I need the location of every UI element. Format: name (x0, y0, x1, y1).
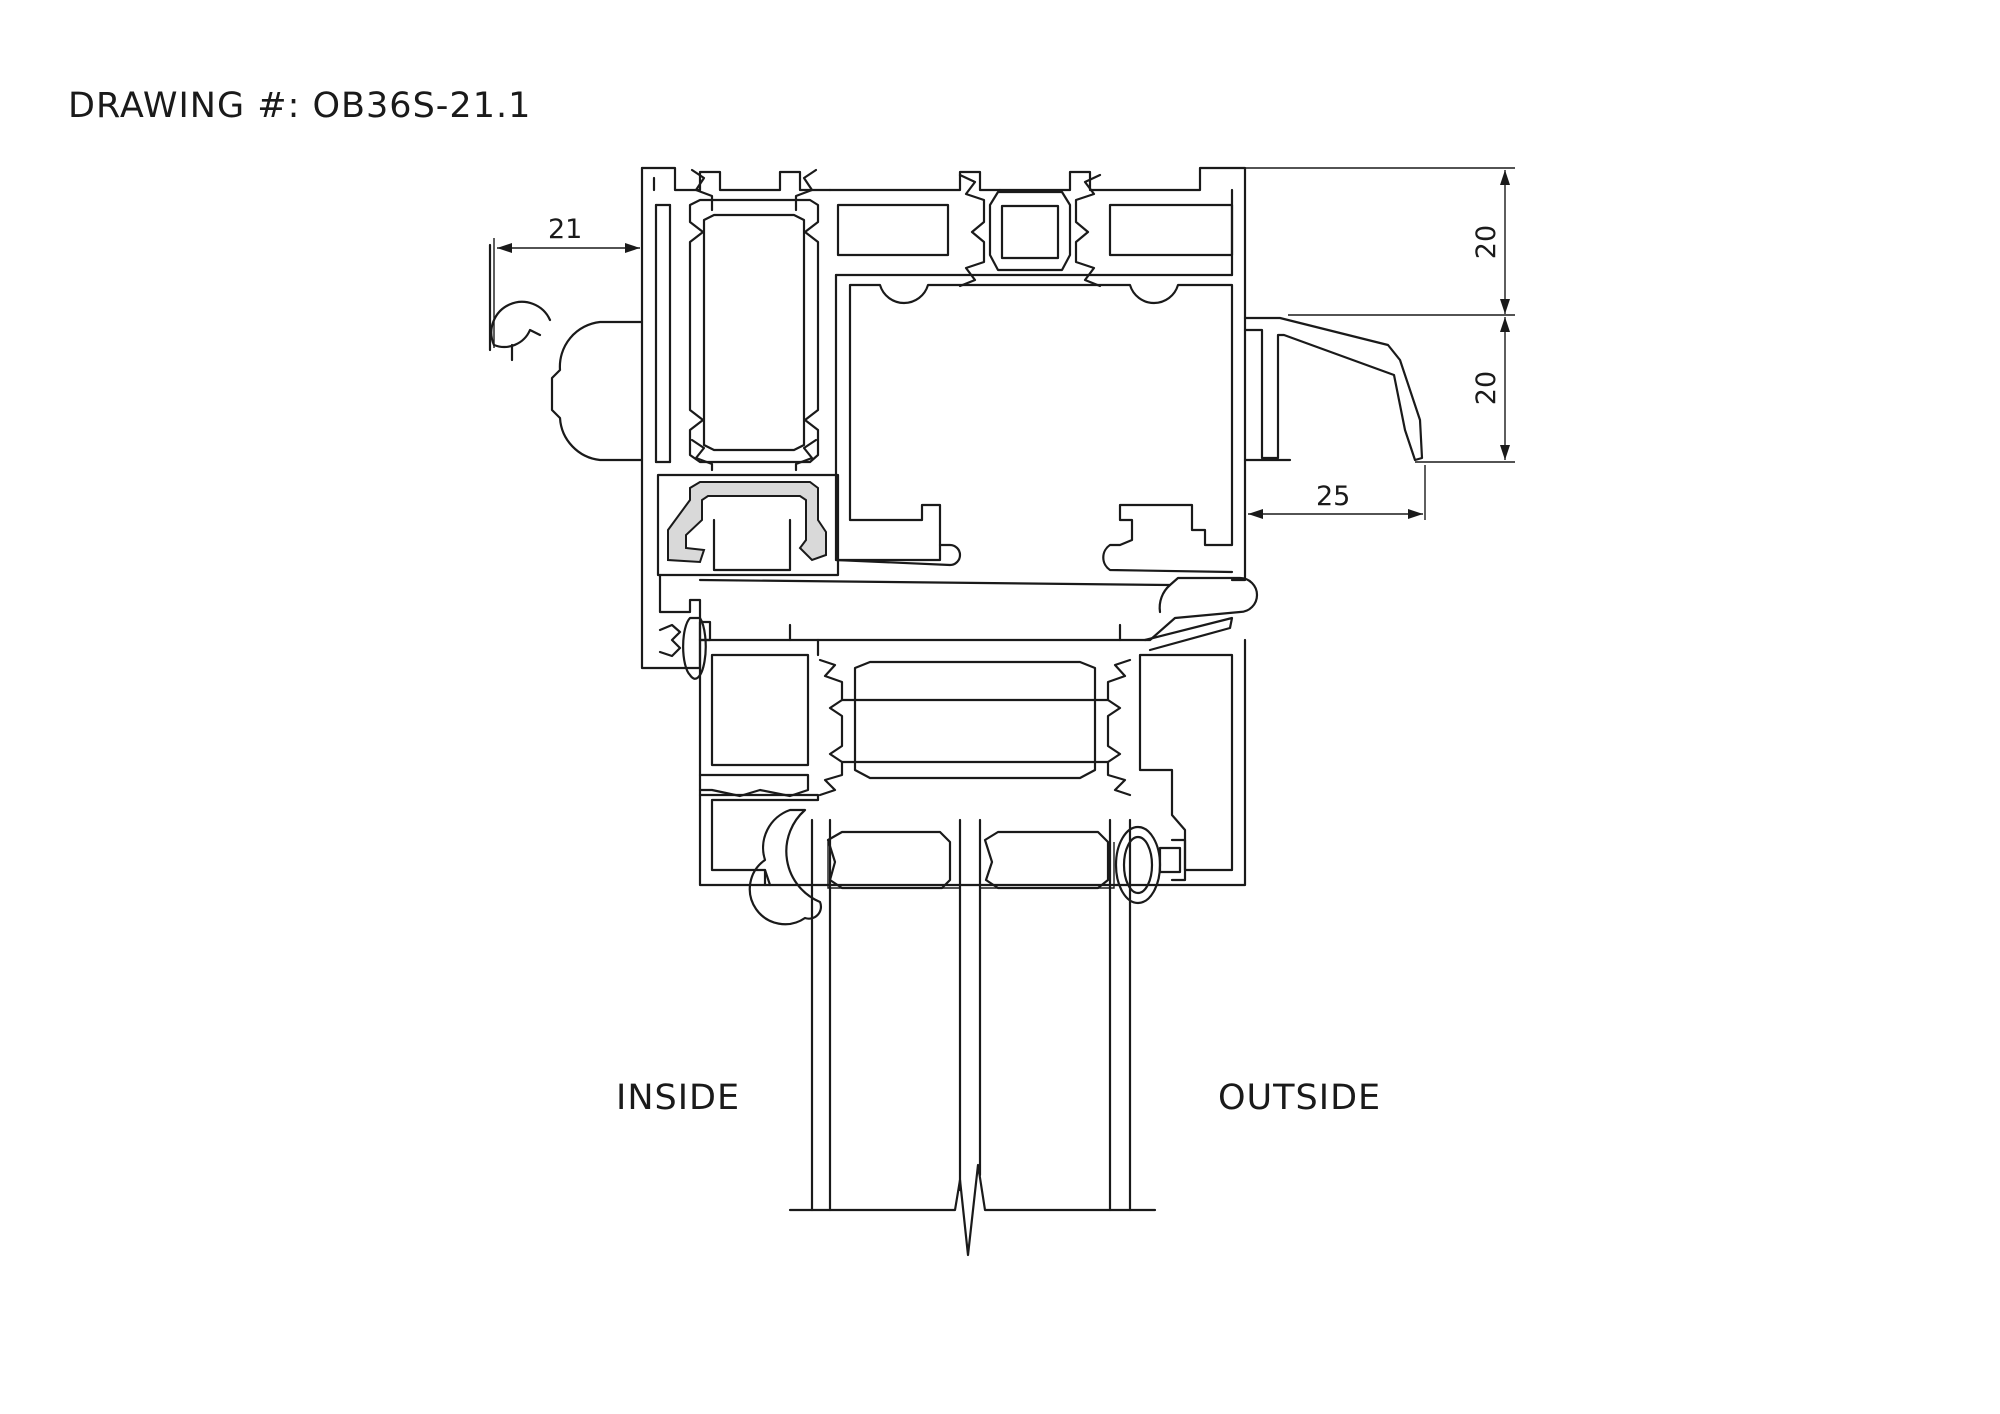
left-flashing (488, 243, 644, 462)
sash-profile (698, 623, 1247, 887)
dimension-21-label: 21 (548, 214, 582, 245)
dimension-21: 21 (493, 214, 640, 348)
right-flashing (1243, 316, 1424, 462)
outer-frame (640, 166, 1247, 670)
outside-label: OUTSIDE (1218, 1078, 1382, 1118)
dimension-20-mid-label: 20 (1471, 371, 1502, 405)
gasket-housing (656, 473, 840, 577)
dimension-25: 25 (1248, 465, 1426, 520)
glazing-spacers (826, 830, 1115, 890)
glass-panes (788, 818, 1157, 1257)
top-chamber-left (836, 203, 950, 257)
left-gasket-details (658, 616, 707, 680)
top-chamber-right (1108, 203, 1234, 257)
dimension-20-mid: 20 (1415, 317, 1515, 463)
thermal-chamber-top (688, 168, 820, 472)
thermal-chamber-centre (958, 173, 1102, 288)
centre-gasket (667, 481, 827, 564)
inside-label: INSIDE (616, 1078, 741, 1118)
main-cavity (834, 188, 1234, 574)
mid-transom (658, 573, 1259, 652)
dimension-20-top: 20 (1245, 167, 1515, 316)
dimension-25-label: 25 (1316, 481, 1350, 512)
outside-gasket (1114, 825, 1187, 905)
dimension-20-top-label: 20 (1471, 225, 1502, 259)
drawing-title: DRAWING #: OB36S-21.1 (68, 86, 532, 126)
inside-glazing-bead (748, 808, 823, 926)
